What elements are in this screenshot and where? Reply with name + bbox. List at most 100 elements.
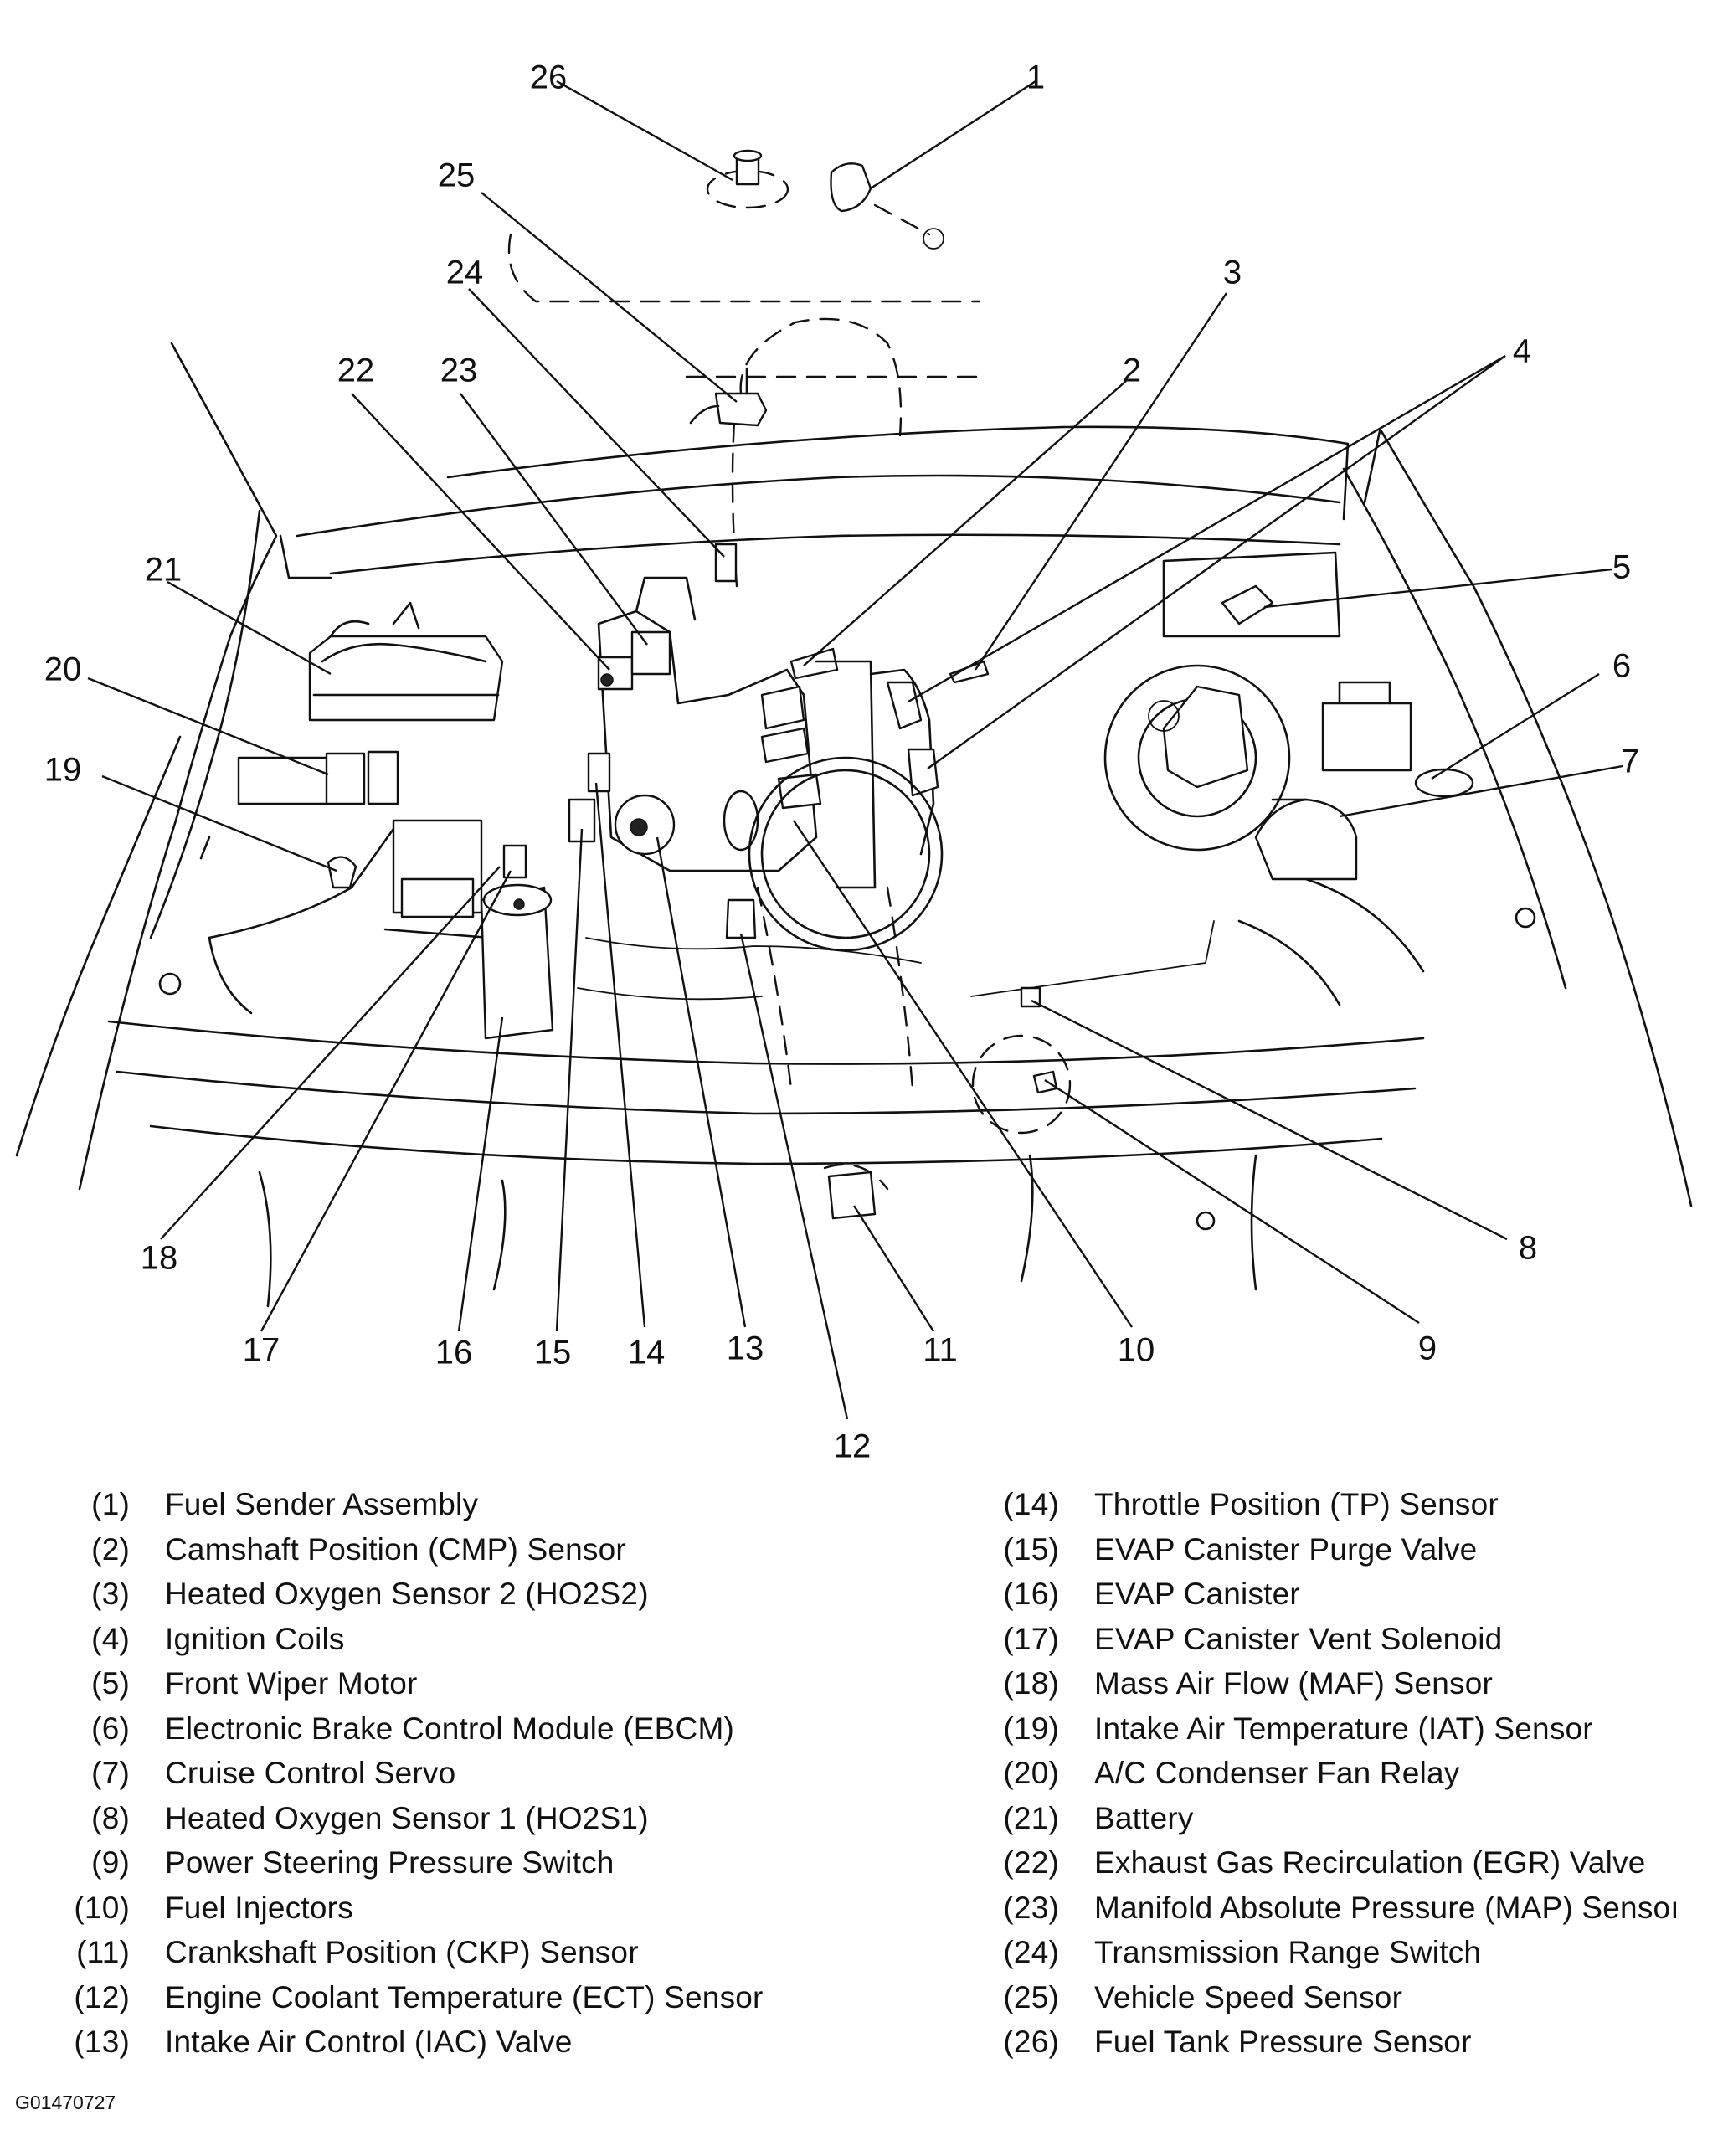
callout-1: 1 (1026, 59, 1045, 96)
legend-label: EVAP Canister Purge Valve (1094, 1531, 1478, 1567)
component-legend: (1) Fuel Sender Assembly (2) Camshaft Posi… (0, 1482, 1728, 2085)
callout-14: 14 (628, 1335, 666, 1371)
legend-item: (24) Transmission Range Switch (971, 1930, 1708, 1975)
legend-item: (21) Battery (971, 1796, 1708, 1841)
callout-15: 15 (534, 1335, 572, 1371)
legend-label: Fuel Tank Pressure Sensor (1094, 2025, 1472, 2059)
callout-11: 11 (923, 1332, 958, 1369)
legend-label: Electronic Brake Control Module (EBCM) (165, 1711, 734, 1746)
legend-item: (15) EVAP Canister Purge Valve (971, 1527, 1708, 1572)
legend-item: (12) Engine Coolant Temperature (ECT) Sen… (42, 1975, 946, 2020)
legend-label: EVAP Canister (1094, 1577, 1300, 1611)
legend-column-left: (1) Fuel Sender Assembly (2) Camshaft Posi… (42, 1482, 946, 2065)
legend-label: Heated Oxygen Sensor 2 (HO2S2) (165, 1577, 649, 1611)
legend-number: (26) (1003, 2025, 1059, 2059)
engine-compartment-diagram: 1 2 3 4 5 6 7 8 9 10 11 12 13 14 15 16 1… (15, 59, 1693, 1465)
callout-19: 19 (44, 752, 82, 789)
legend-number: (1) (91, 1487, 130, 1521)
legend-label: Ignition Coils (165, 1621, 345, 1656)
legend-number: (25) (1003, 1979, 1059, 2014)
legend-label: Fuel Sender Assembly (165, 1487, 479, 1521)
callout-18: 18 (141, 1240, 178, 1277)
legend-label: Power Steering Pressure Switch (165, 1845, 615, 1880)
legend-item: (17)EVAP Canister Vent Solenoid (971, 1617, 1708, 1662)
legend-item: (13) Intake Air Control (IAC) Valve (42, 2020, 946, 2065)
callout-25: 25 (438, 157, 476, 194)
legend-item: (3) Heated Oxygen Sensor 2 (HO2S2) (42, 1572, 946, 1617)
callout-3: 3 (1223, 255, 1242, 291)
legend-number: (13) (74, 2025, 130, 2059)
callout-26: 26 (530, 59, 568, 96)
callout-23: 23 (440, 352, 478, 389)
callout-4: 4 (1513, 333, 1531, 370)
callout-17: 17 (243, 1332, 280, 1369)
legend-number: (2) (91, 1531, 130, 1567)
legend-number: (11) (76, 1935, 130, 1969)
callout-13: 13 (727, 1330, 764, 1367)
callout-24: 24 (446, 255, 484, 291)
legend-number: (17) (1003, 1621, 1059, 1656)
legend-label: Front Wiper Motor (165, 1666, 418, 1701)
legend-number: (23) (1003, 1890, 1059, 1925)
legend-number: (24) (1003, 1935, 1059, 1969)
callout-8: 8 (1519, 1230, 1537, 1267)
figure-id: G01470727 (15, 2092, 116, 2113)
callout-7: 7 (1621, 744, 1639, 780)
legend-label: Manifold Absolute Pressure (MAP) Sensoı (1094, 1890, 1679, 1925)
legend-item: (9) Power Steering Pressure Switch (42, 1840, 946, 1886)
legend-item: (22) Exhaust Gas Recirculation (EGR) Valv… (971, 1840, 1708, 1886)
callout-5: 5 (1612, 549, 1631, 586)
legend-label: Transmission Range Switch (1094, 1935, 1482, 1969)
legend-label: Intake Air Control (IAC) Valve (165, 2025, 573, 2059)
callout-2: 2 (1123, 352, 1141, 389)
legend-number: (3) (91, 1577, 130, 1611)
legend-number: (15) (1003, 1531, 1059, 1567)
callout-16: 16 (435, 1335, 473, 1371)
legend-number: (8) (91, 1800, 130, 1835)
legend-item: (4) Ignition Coils (42, 1617, 946, 1662)
legend-label: Mass Air Flow (MAF) Sensor (1094, 1666, 1493, 1701)
callout-6: 6 (1612, 648, 1631, 685)
legend-label: Cruise Control Servo (165, 1756, 456, 1790)
legend-item: (14)Throttle Position (TP) Sensor (971, 1482, 1708, 1527)
legend-item: (11) Crankshaft Position (CKP) Sensor (42, 1930, 946, 1975)
callout-10: 10 (1118, 1332, 1155, 1369)
legend-label: Crankshaft Position (CKP) Sensor (165, 1935, 639, 1969)
callout-labels: 1 2 3 4 5 6 7 8 9 10 11 12 13 14 15 16 1… (44, 59, 1639, 1465)
legend-label: Fuel Injectors (165, 1890, 353, 1925)
legend-label: Engine Coolant Temperature (ECT) Sensor (165, 1979, 764, 2014)
legend-item: (10)Fuel Injectors (42, 1886, 946, 1931)
components (237, 149, 1474, 1220)
legend-item: (25) Vehicle Speed Sensor (971, 1975, 1708, 2020)
callout-12: 12 (834, 1428, 872, 1465)
callout-22: 22 (337, 352, 375, 389)
legend-item: (5)Front Wiper Motor (42, 1661, 946, 1706)
legend-item: (7) Cruise Control Servo (42, 1751, 946, 1796)
legend-item: (26) Fuel Tank Pressure Sensor (971, 2020, 1708, 2065)
legend-label: Battery (1094, 1800, 1194, 1835)
legend-number: (21) (1003, 1800, 1059, 1835)
callout-9: 9 (1418, 1330, 1437, 1367)
legend-label: Vehicle Speed Sensor (1094, 1979, 1403, 2014)
legend-label: Camshaft Position (CMP) Sensor (165, 1531, 626, 1567)
legend-number: (19) (1003, 1711, 1059, 1746)
legend-number: (20) (1003, 1756, 1059, 1790)
legend-label: Intake Air Temperature (IAT) Sensor (1094, 1711, 1593, 1746)
legend-item: (2) Camshaft Position (CMP) Sensor (42, 1527, 946, 1572)
legend-number: (7) (91, 1756, 130, 1790)
legend-label: Exhaust Gas Recirculation (EGR) Valve (1094, 1845, 1646, 1880)
legend-item: (18) Mass Air Flow (MAF) Sensor (971, 1661, 1708, 1706)
legend-number: (4) (91, 1621, 130, 1656)
legend-number: (22) (1003, 1845, 1059, 1880)
callout-21: 21 (145, 552, 183, 589)
legend-number: (16) (1003, 1577, 1059, 1611)
engine-bay-outline (15, 233, 1693, 1308)
legend-number: (12) (74, 1979, 130, 2014)
legend-item: (1) Fuel Sender Assembly (42, 1482, 946, 1527)
legend-number: (18) (1003, 1666, 1059, 1701)
legend-number: (14) (1003, 1487, 1059, 1521)
legend-item: (6)Electronic Brake Control Module (EBCM… (42, 1706, 946, 1752)
legend-number: (9) (91, 1845, 130, 1880)
leader-lines (87, 80, 1623, 1420)
legend-column-right: (14)Throttle Position (TP) Sensor (15) EV… (971, 1482, 1708, 2065)
